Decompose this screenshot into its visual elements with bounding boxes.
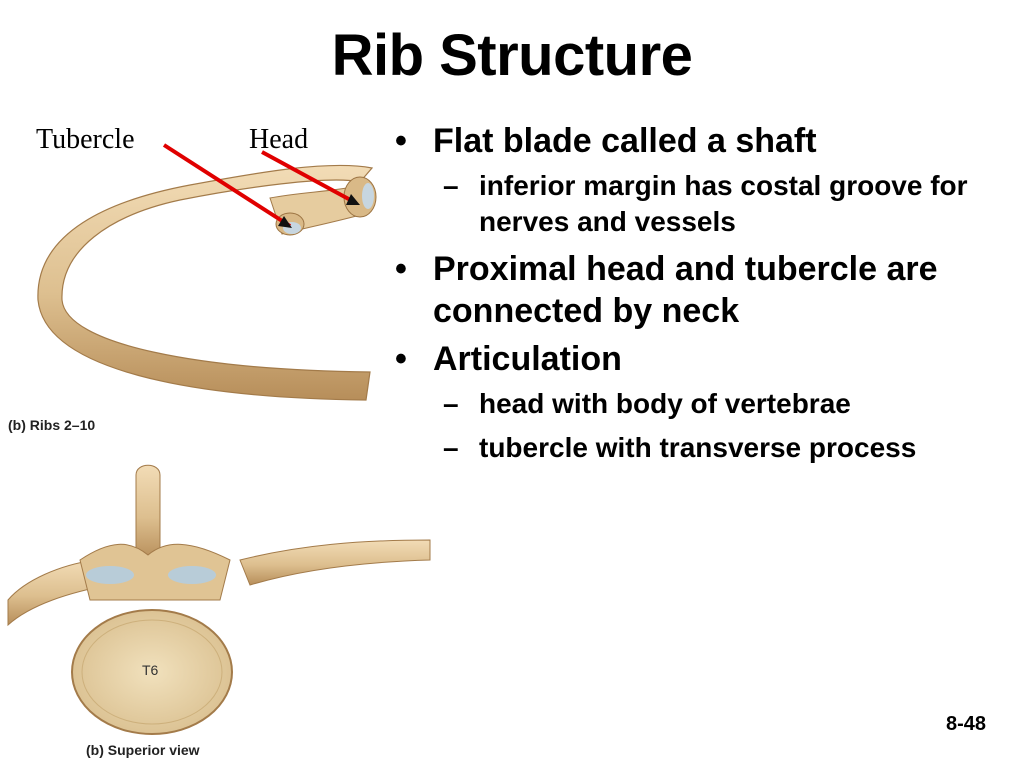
- bullet-dot: •: [395, 250, 407, 288]
- slide-number: 8-48: [945, 713, 986, 735]
- spinous-process: [135, 464, 161, 561]
- bullet-dot: •: [395, 340, 407, 378]
- bullet-list: • Flat blade called a shaft – inferior m…: [393, 120, 1018, 474]
- bullet-dot: •: [395, 122, 407, 160]
- sub-bullet-text: inferior margin has costal groove for ne…: [479, 170, 968, 237]
- head-label: Head: [249, 124, 308, 155]
- sub-bullet-costal-groove: – inferior margin has costal groove for …: [393, 168, 1018, 240]
- sub-bullet-dash: –: [443, 170, 459, 201]
- bullet-text: Articulation: [433, 340, 622, 378]
- right-costal-facet: [168, 566, 216, 584]
- bullet-text: Flat blade called a shaft: [433, 122, 817, 160]
- bullet-text: Proximal head and tubercle are connected…: [433, 250, 938, 330]
- head-arrow: [261, 150, 357, 205]
- sub-bullet-dash: –: [443, 388, 459, 419]
- rib-shaft: [37, 164, 374, 401]
- rib-illustration: (b) Ribs 2–10 Tubercle Head T6 (b) Super…: [7, 124, 431, 758]
- slide-title: Rib Structure: [331, 23, 693, 88]
- bottom-figure-caption: (b) Superior view: [86, 742, 200, 758]
- left-costal-facet: [86, 566, 134, 584]
- vertebra-label: T6: [142, 662, 159, 678]
- tubercle-label: Tubercle: [36, 124, 135, 155]
- tubercle-arrow: [162, 143, 292, 228]
- rib-top-view: (b) Ribs 2–10: [8, 164, 377, 433]
- bullet-shaft: • Flat blade called a shaft: [393, 120, 1018, 162]
- rib-head-facet: [362, 183, 374, 209]
- tubercle-arrowhead: [278, 216, 292, 228]
- vertebra-superior-view: T6 (b) Superior view: [7, 464, 431, 758]
- sub-bullet-tubercle-process: – tubercle with transverse process: [393, 430, 1018, 466]
- bullet-head-tubercle: • Proximal head and tubercle are connect…: [393, 248, 1018, 332]
- head-arrowhead: [346, 194, 360, 205]
- sub-bullet-text: head with body of vertebrae: [479, 388, 851, 419]
- sub-bullet-text: tubercle with transverse process: [479, 432, 917, 463]
- vertebral-body-inner: [81, 619, 223, 725]
- vertebral-body: [71, 609, 233, 735]
- right-rib: [239, 539, 431, 586]
- top-figure-caption: (b) Ribs 2–10: [8, 417, 95, 433]
- bullet-articulation: • Articulation: [393, 338, 1018, 380]
- laminae: [79, 543, 231, 601]
- sub-bullet-head-vertebrae: – head with body of vertebrae: [393, 386, 1018, 422]
- sub-bullet-dash: –: [443, 432, 459, 463]
